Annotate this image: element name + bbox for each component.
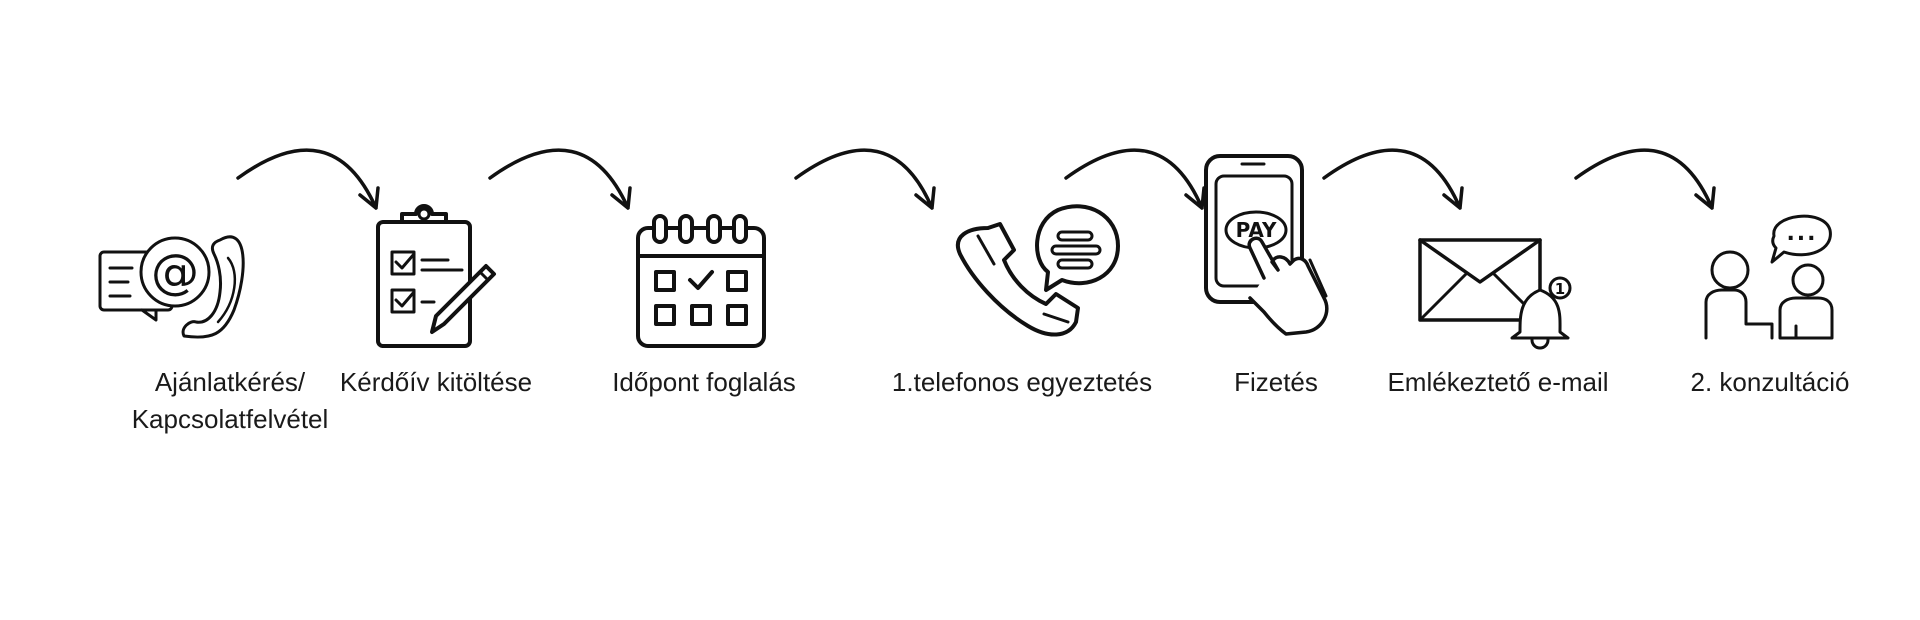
arrow-3 <box>794 148 936 210</box>
at-sign-text: @ <box>151 244 199 300</box>
flow-arrows <box>236 148 1716 210</box>
step-label-7: 2. konzultáció <box>1691 364 1850 401</box>
phone-chat-icon <box>956 204 1120 337</box>
arrow-2 <box>488 148 632 210</box>
step-label-6-line1: Emlékeztető e-mail <box>1387 367 1609 397</box>
speech-dots-text: ... <box>1786 221 1817 246</box>
step-label-1-line1: Ajánlatkérés/ <box>154 367 306 397</box>
notification-count-text: 1 <box>1555 280 1565 298</box>
calendar-icon <box>636 214 766 348</box>
step-label-5: Fizetés <box>1234 364 1318 401</box>
consultation-people-icon: ... <box>1704 214 1834 340</box>
arrow-4 <box>1064 148 1206 210</box>
email-bell-icon: 1 <box>1418 238 1572 350</box>
step-label-1-line2: Kapcsolatfelvétel <box>131 404 329 434</box>
step-label-1: Ajánlatkérés/ Kapcsolatfelvétel <box>132 364 329 438</box>
step-label-2: Kérdőív kitöltése <box>340 364 532 401</box>
step-label-4-line1: 1.telefonos egyeztetés <box>891 367 1153 397</box>
step-label-5-line1: Fizetés <box>1234 367 1318 397</box>
step-label-3: Időpont foglalás <box>612 364 796 401</box>
step-label-3-line1: Időpont foglalás <box>612 367 796 397</box>
step-label-4: 1.telefonos egyeztetés <box>892 364 1152 401</box>
arrow-6 <box>1574 148 1716 210</box>
clipboard-checklist-icon <box>376 204 496 348</box>
phone-pay-icon: PAY <box>1204 154 1329 336</box>
arrow-1 <box>236 148 380 210</box>
step-label-7-line1: 2. konzultáció <box>1690 367 1850 397</box>
arrow-5 <box>1322 148 1464 210</box>
email-phone-contact-icon: @ <box>98 235 245 339</box>
step-label-2-line1: Kérdőív kitöltése <box>339 367 533 397</box>
step-label-6: Emlékeztető e-mail <box>1387 364 1608 401</box>
